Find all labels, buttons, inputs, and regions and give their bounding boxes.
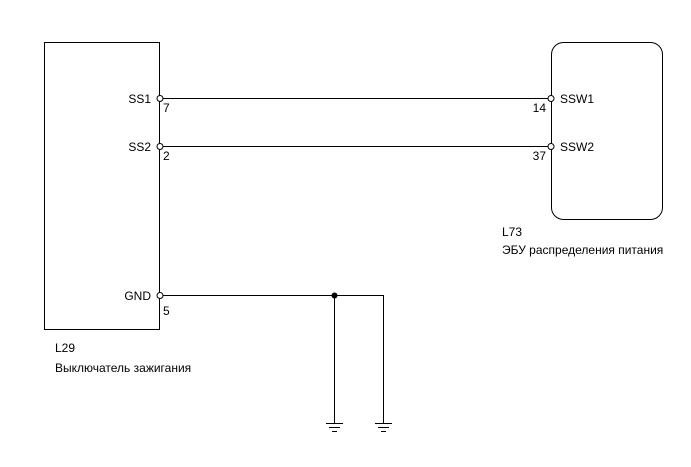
pin-ss1-terminal (156, 95, 164, 102)
ignition-switch-id: L29 (55, 341, 75, 355)
gnd-junction-dot (331, 292, 338, 299)
ignition-switch-name: Выключатель зажигания (55, 361, 191, 375)
pin-number-5: 5 (163, 304, 170, 318)
ignition-switch-box (44, 42, 160, 330)
pin-label-ssw2: SSW2 (560, 140, 594, 154)
pin-ssw1-terminal (547, 95, 555, 102)
pin-label-ss2: SS2 (128, 140, 151, 154)
ground-icon (326, 423, 343, 432)
pin-number-14: 14 (533, 101, 547, 115)
pin-label-gnd: GND (124, 289, 151, 303)
ground-icon (375, 423, 392, 432)
pin-gnd-terminal (156, 292, 164, 299)
pin-label-ssw1: SSW1 (560, 92, 594, 106)
pin-number-7: 7 (163, 101, 170, 115)
power-ecu-name: ЭБУ распределения питания (502, 243, 663, 257)
pin-label-ss1: SS1 (128, 92, 151, 106)
pin-ssw2-terminal (547, 143, 555, 150)
pin-ss2-terminal (156, 143, 164, 150)
wire-gnd (163, 295, 384, 423)
pin-number-2: 2 (163, 149, 170, 163)
power-ecu-box (551, 42, 663, 220)
pin-number-37: 37 (533, 149, 547, 163)
power-ecu-id: L73 (502, 225, 522, 239)
